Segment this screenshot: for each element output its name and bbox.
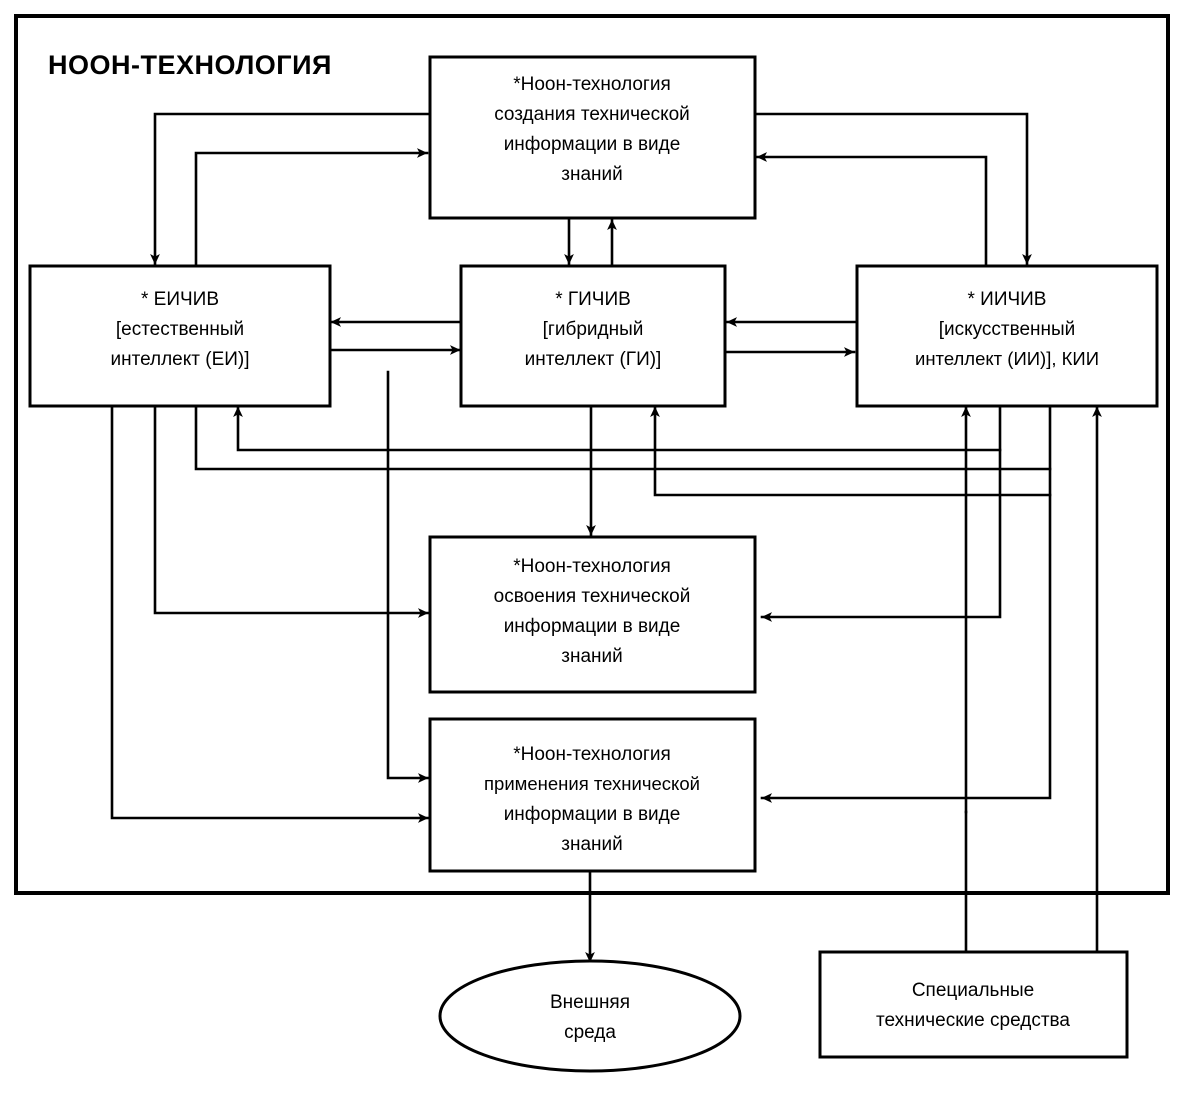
apply-line-4: знаний [561, 834, 623, 855]
connector-bus-ei-lower [194, 403, 1052, 471]
connector-feedback-to-ei [233, 405, 1002, 452]
apply-line-2: применения технической [484, 773, 700, 794]
gichiv-box[interactable]: * ГИЧИВ [гибридный интеллект (ГИ)] [459, 264, 727, 408]
connector-gi-to-apply [386, 370, 430, 783]
create-line-2: создания технической [494, 104, 690, 125]
create-line-4: знаний [561, 164, 623, 185]
connector-create-to-ei [150, 112, 431, 266]
outer-frame [14, 14, 1170, 895]
create-line-1: *Ноон-технология [513, 74, 671, 95]
connector-feedback-to-gi [650, 405, 1052, 497]
master-line-2: освоения технической [494, 586, 691, 607]
environment-line-2: среда [564, 1022, 616, 1043]
create-line-3: информации в виде [504, 134, 681, 155]
gi-line-1: * ГИЧИВ [555, 289, 631, 310]
master-line-4: знаний [561, 646, 623, 667]
ai-line-2: [искусственный [939, 319, 1076, 340]
gi-line-3: интеллект (ГИ)] [525, 349, 662, 370]
master-line-3: информации в виде [504, 616, 681, 637]
connector-ei-to-master [153, 405, 430, 618]
iichiv-box[interactable]: * ИИЧИВ [искусственный интеллект (ИИ)], … [855, 264, 1159, 408]
connector-ai-to-create [755, 152, 988, 268]
page-title: НООН-ТЕХНОЛОГИЯ [48, 50, 332, 80]
noon-technology-creation-box[interactable]: *Ноон-технология создания технической ин… [428, 55, 757, 220]
ei-line-3: интеллект (ЕИ)] [110, 349, 249, 370]
connector-ai-to-apply [760, 405, 1052, 803]
environment-line-1: Внешняя [550, 992, 630, 1013]
connector-ei-to-apply [110, 405, 430, 823]
ei-line-1: * ЕИЧИВ [141, 289, 219, 310]
master-line-1: *Ноон-технология [513, 556, 671, 577]
special-line-2: технические средства [876, 1010, 1070, 1031]
special-line-1: Специальные [912, 980, 1034, 1001]
node-layer: НООН-ТЕХНОЛОГИЯ *Ноон-технология создани… [28, 50, 1159, 1073]
noon-technology-application-box[interactable]: *Ноон-технология применения технической … [428, 717, 757, 873]
connector-layer [110, 112, 1102, 964]
eichiv-box[interactable]: * ЕИЧИВ [естественный интеллект (ЕИ)] [28, 264, 332, 408]
ai-line-3: интеллект (ИИ)], КИИ [915, 348, 1099, 369]
connector-ei-to-create [194, 148, 429, 268]
apply-line-3: информации в виде [504, 804, 681, 825]
special-technical-means-box[interactable]: Специальные технические средства [818, 950, 1129, 1059]
apply-line-1: *Ноон-технология [513, 744, 671, 765]
gi-line-2: [гибридный [543, 319, 644, 340]
connector-create-to-ai [753, 112, 1032, 266]
connector-ai-to-master [760, 405, 1002, 622]
ei-line-2: [естественный [116, 319, 244, 340]
ai-line-1: * ИИЧИВ [968, 289, 1047, 310]
noon-technology-mastering-box[interactable]: *Ноон-технология освоения технической ин… [428, 535, 757, 694]
external-environment-ellipse[interactable]: Внешняя среда [438, 959, 742, 1073]
